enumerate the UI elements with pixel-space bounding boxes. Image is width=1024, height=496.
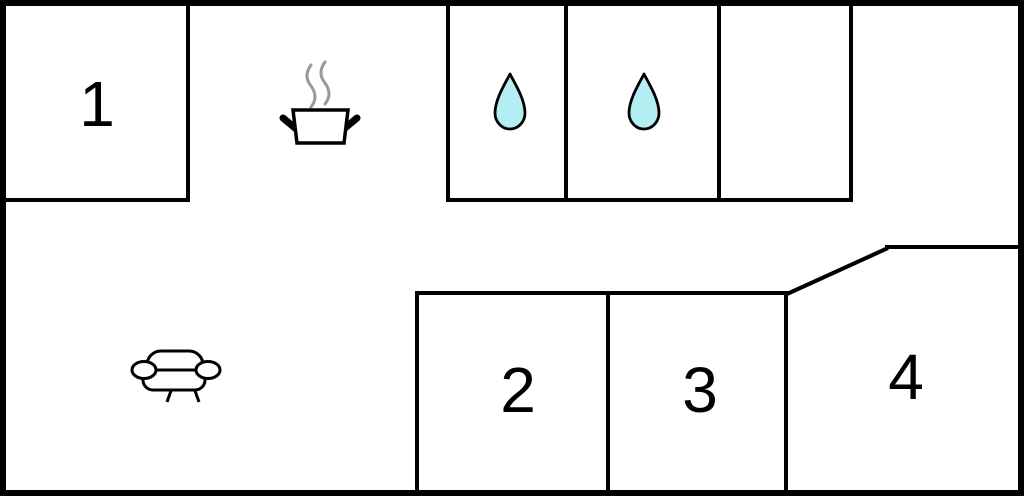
wall-room2-left (415, 291, 419, 496)
water-drop-icon (493, 72, 527, 131)
wall-storage-right (849, 0, 853, 202)
wall-top-block-bottom (446, 198, 853, 202)
wall-rooms23-top (415, 291, 788, 295)
wall-room2-room3 (606, 291, 610, 496)
wall-room1-right (186, 0, 190, 202)
wall-bath-block-left (446, 0, 450, 202)
wall-room1-bottom (0, 198, 190, 202)
room-4-label: 4 (888, 341, 924, 413)
room-2-label: 2 (500, 354, 536, 426)
wall-room3-room4 (784, 291, 788, 496)
water-drop-icon (627, 72, 661, 131)
room-3-label: 3 (682, 354, 718, 426)
wall-bath2-storage (717, 0, 721, 202)
sofa-icon (130, 349, 222, 403)
cooking-pot-icon (279, 60, 361, 145)
room-1-label: 1 (79, 68, 115, 140)
wall-room4-top (885, 245, 1024, 249)
wall-bath1-bath2 (564, 0, 568, 202)
